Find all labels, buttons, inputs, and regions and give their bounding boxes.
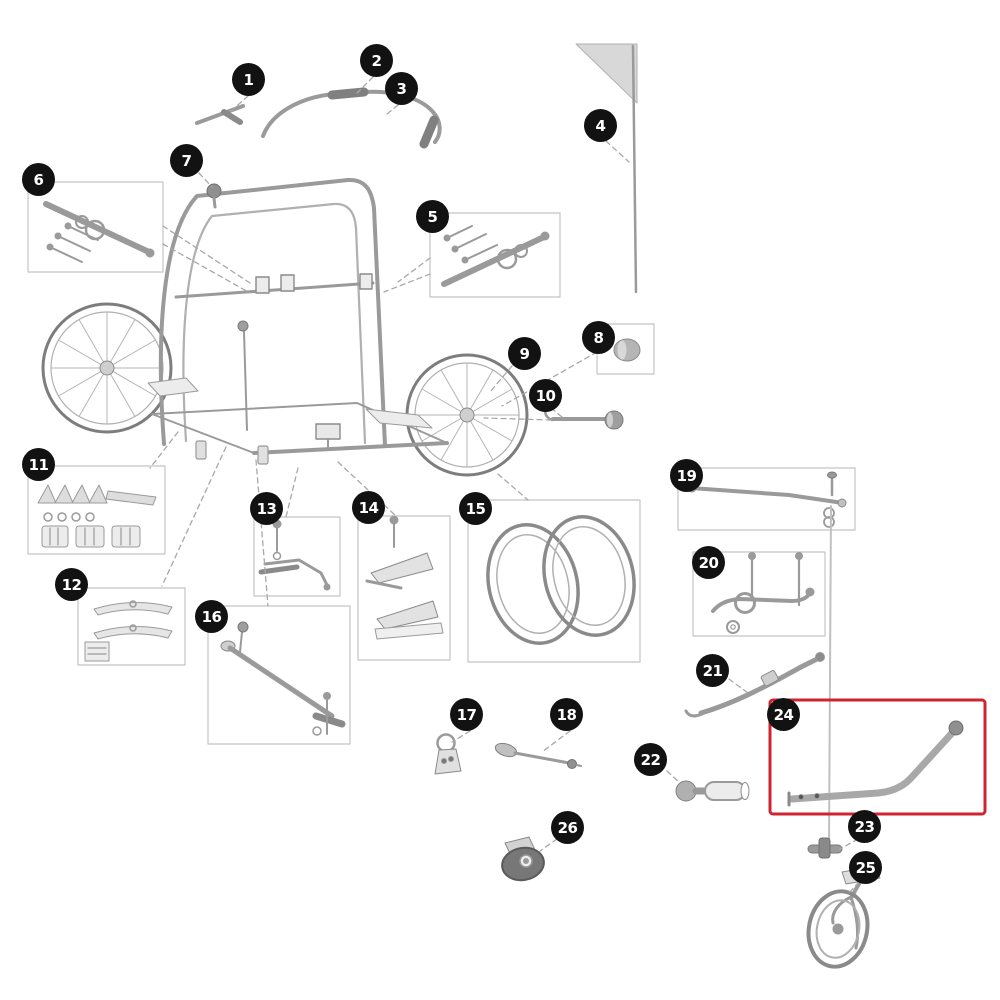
- handlebar-grip-side: [419, 115, 439, 149]
- part-11-drawing: [37, 484, 157, 548]
- callout-11[interactable]: 11: [22, 448, 55, 481]
- part-5-drawing: [441, 225, 550, 287]
- part-23-drawing: [807, 837, 843, 859]
- left-wheel-drawing: [41, 302, 173, 434]
- callout-7[interactable]: 7: [170, 144, 203, 177]
- part-14-drawing: [365, 515, 444, 640]
- highlight-box-part-24: [768, 698, 987, 816]
- left-wheel-hub: [99, 360, 115, 376]
- part-16-drawing: [220, 621, 346, 736]
- long-bolt-shaft: [828, 505, 832, 845]
- frame-hitch-bracket: [315, 423, 341, 440]
- callout-25[interactable]: 25: [849, 851, 882, 884]
- callout-2[interactable]: 2: [360, 44, 393, 77]
- callout-15[interactable]: 15: [459, 492, 492, 525]
- part-7-drawing: [206, 183, 222, 209]
- part-8-drawing: [613, 338, 641, 362]
- part-10-drawing: [544, 406, 624, 430]
- callout-16[interactable]: 16: [195, 600, 228, 633]
- flag-pole: [631, 44, 638, 294]
- part-24-drawing: [787, 720, 964, 807]
- handlebar-grip-top: [327, 87, 369, 100]
- part-boxes: [27, 181, 856, 745]
- right-fender: [365, 408, 433, 429]
- part-6-drawing: [43, 201, 155, 263]
- part-21-drawing: [684, 652, 825, 718]
- callout-3[interactable]: 3: [385, 72, 418, 105]
- flag-triangle: [575, 43, 638, 104]
- callout-5[interactable]: 5: [416, 200, 449, 233]
- callout-19[interactable]: 19: [670, 459, 703, 492]
- callout-4[interactable]: 4: [584, 109, 617, 142]
- callout-23[interactable]: 23: [848, 810, 881, 843]
- callout-10[interactable]: 10: [529, 379, 562, 412]
- safety-flag-drawing: [575, 43, 638, 294]
- callout-8[interactable]: 8: [582, 321, 615, 354]
- part-14-box: [357, 515, 451, 661]
- left-fender: [147, 377, 199, 397]
- callout-24[interactable]: 24: [767, 698, 800, 731]
- callout-14[interactable]: 14: [352, 491, 385, 524]
- callout-22[interactable]: 22: [634, 743, 667, 776]
- frame-crossbar: [174, 281, 375, 299]
- callout-21[interactable]: 21: [696, 654, 729, 687]
- callout-12[interactable]: 12: [55, 568, 88, 601]
- callout-6[interactable]: 6: [22, 163, 55, 196]
- callout-20[interactable]: 20: [692, 546, 725, 579]
- callout-18[interactable]: 18: [550, 698, 583, 731]
- part-15-drawing: [486, 515, 636, 645]
- part-18-drawing: [494, 742, 582, 769]
- part-12-drawing: [84, 600, 173, 662]
- callout-13[interactable]: 13: [250, 492, 283, 525]
- part-22-drawing: [675, 780, 750, 802]
- callout-26[interactable]: 26: [551, 811, 584, 844]
- part-26-drawing: [501, 836, 545, 882]
- part-20-drawing: [711, 552, 815, 634]
- part-1-drawing: [195, 104, 245, 125]
- callout-9[interactable]: 9: [508, 337, 541, 370]
- part-17-drawing: [434, 733, 462, 775]
- callout-1[interactable]: 1: [232, 63, 265, 96]
- right-wheel-drawing: [405, 353, 529, 477]
- trailer-frame-drawing: [147, 177, 449, 465]
- right-wheel-hub: [459, 407, 475, 423]
- callout-17[interactable]: 17: [450, 698, 483, 731]
